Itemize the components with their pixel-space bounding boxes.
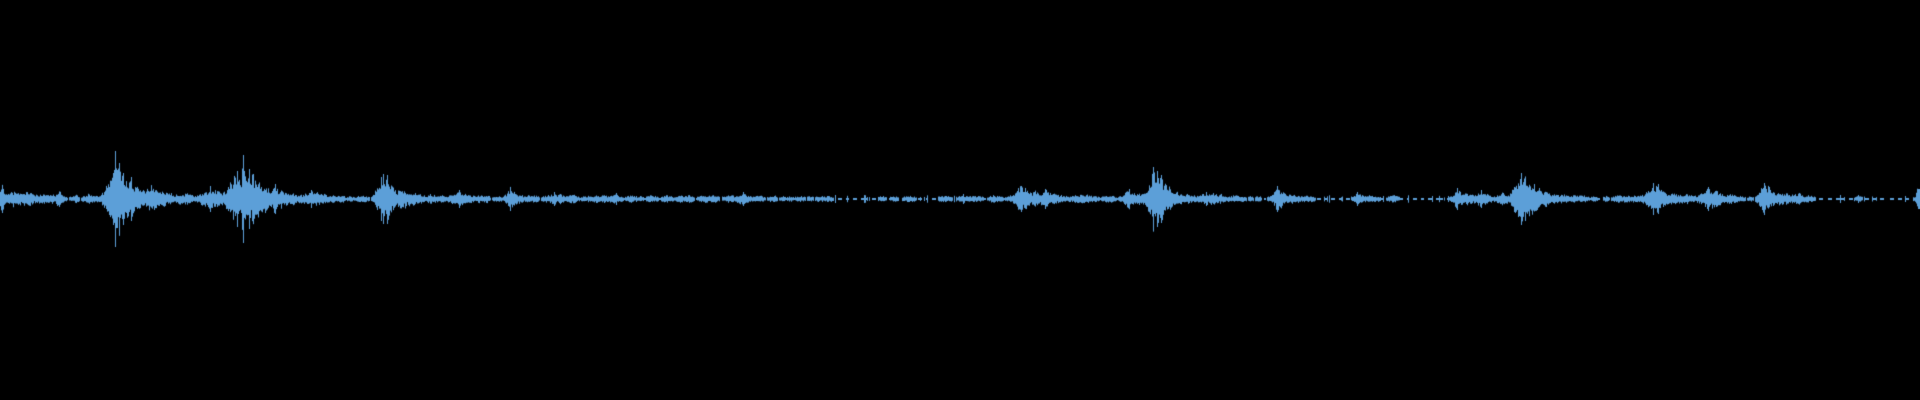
audio-waveform-canvas [0, 0, 1920, 400]
waveform-viewer [0, 0, 1920, 400]
